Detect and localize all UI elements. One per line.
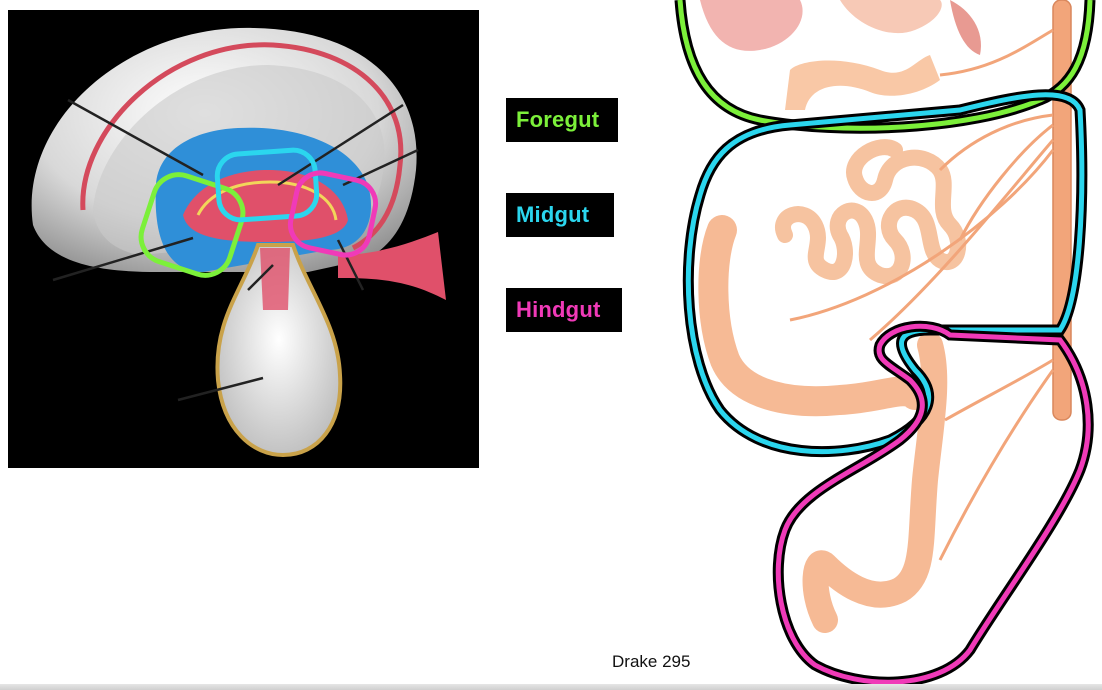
hindgut-label: Hindgut [516,297,600,323]
embryo-diagram-svg [8,10,479,468]
gut-anatomy-illustration [640,0,1102,690]
source-citation: Drake 295 [612,652,690,672]
hindgut-legend-tag: Hindgut [506,288,622,332]
foregut-legend-tag: Foregut [506,98,618,142]
stomach-liver [700,0,803,51]
midgut-label: Midgut [516,202,589,228]
midgut-legend-tag: Midgut [506,193,614,237]
spleen [950,0,981,55]
duodenum [785,55,940,110]
embryo-cross-section-illustration [8,10,479,468]
stomach [840,0,942,33]
foregut-label: Foregut [516,107,599,133]
yolk-stalk [260,248,290,310]
slide-bottom-strip [0,684,1102,690]
